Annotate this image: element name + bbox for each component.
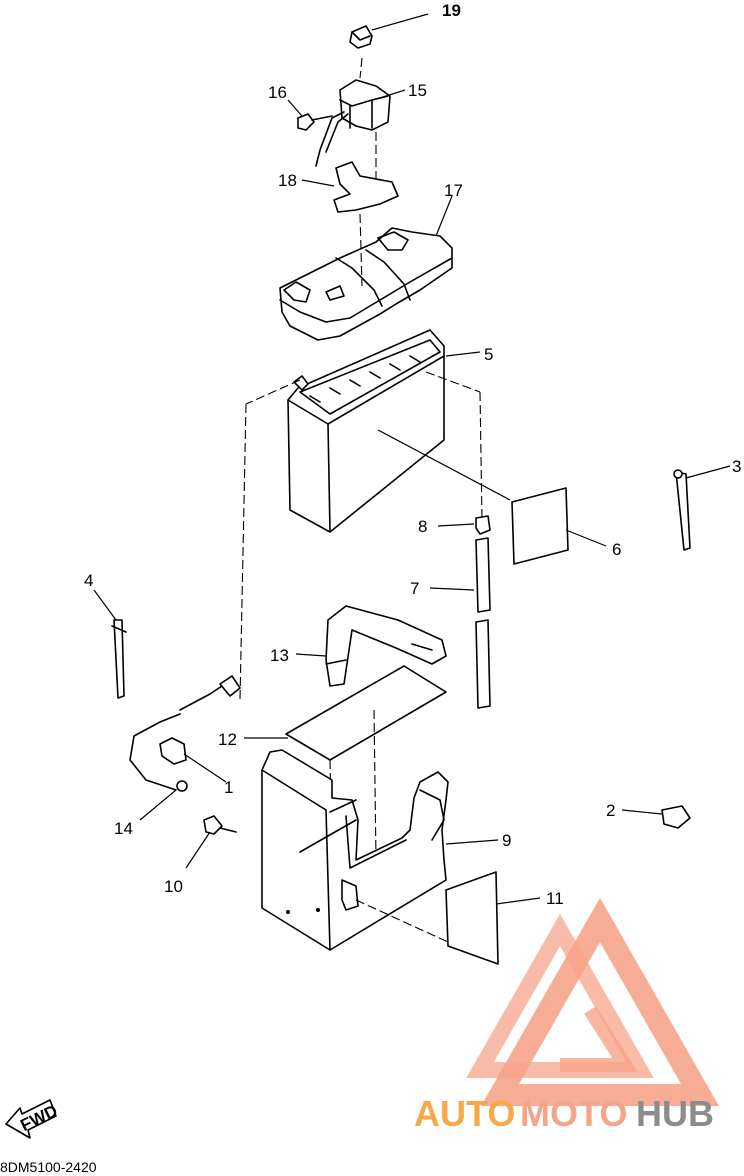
part-4-strap [93,589,127,699]
callout-14: 14 [114,819,133,838]
callout-10: 10 [164,877,183,896]
callout-4: 4 [84,571,93,590]
part-13-battery-band [295,605,447,687]
callout-18: 18 [278,171,297,190]
part-19-cap [349,13,429,49]
part-15-relay [315,57,406,167]
callout-12: 12 [218,730,237,749]
callout-7: 7 [410,579,419,598]
watermark-logo [466,897,719,1106]
callout-3: 3 [732,457,741,476]
callout-9: 9 [502,831,511,850]
part-3-strap [673,465,731,551]
callout-11: 11 [546,889,564,908]
watermark-moto: MOTO [520,1093,627,1134]
part-11-pad [445,871,541,965]
part-14-lead-wire [129,675,241,821]
callout-labels: 19 16 15 18 17 5 3 8 6 4 7 13 12 1 14 2 … [84,1,741,908]
callout-16: 16 [268,83,287,102]
diagram-code: 8DM5100-2420 [0,1159,97,1175]
part-2-clamp [621,805,691,829]
callout-5: 5 [484,345,493,364]
callout-8: 8 [418,517,427,536]
callout-17: 17 [444,181,463,200]
part-10-bolt [185,815,237,869]
part-6-pad [511,487,607,565]
part-16-bolt [287,99,333,131]
fwd-arrow-icon: FWD [5,1099,61,1139]
watermark-hub: HUB [636,1093,714,1134]
callout-13: 13 [270,646,289,665]
part-5-battery [239,329,511,701]
callout-15: 15 [408,81,427,100]
callout-1: 1 [224,778,233,797]
part-8-fitting [437,515,491,535]
part-17-battery-cover [279,195,453,341]
part-7-hose [429,537,491,709]
watermark-text: AUTO MOTO HUB [414,1093,714,1134]
watermark-auto: AUTO [414,1093,515,1134]
callout-2: 2 [606,801,615,820]
callout-19: 19 [442,1,461,20]
part-9-battery-case [261,749,499,951]
part-18-bracket [301,132,399,213]
callout-6: 6 [612,540,621,559]
part-1-clamp [159,737,227,783]
